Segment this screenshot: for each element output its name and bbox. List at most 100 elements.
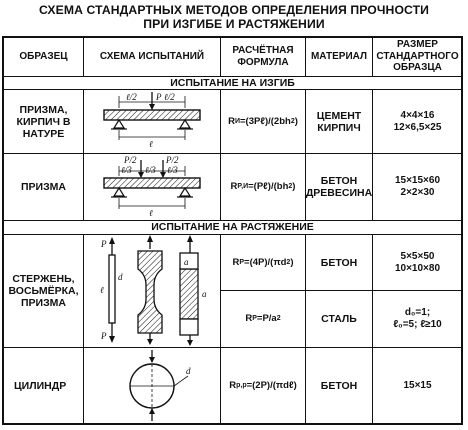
formula-sup: 2 [276, 315, 281, 322]
col-divider-4c [372, 234, 373, 424]
size-line-2: ℓ₀=5; ℓ≥10 [393, 319, 442, 330]
formula-sub: р,р [236, 382, 247, 389]
half-right-label: ℓ/2 [164, 92, 175, 102]
half-left-label: ℓ/2 [126, 92, 137, 102]
third-2-label: ℓ/3 [145, 165, 156, 175]
col-divider-4b [372, 89, 373, 220]
size-line-2: 2×2×30 [400, 187, 435, 198]
section-tension: ИСПЫТАНИЕ НА РАСТЯЖЕНИЕ [151, 221, 314, 233]
col-divider-4 [372, 37, 373, 77]
col-divider-2 [220, 37, 221, 77]
load-label: P [155, 92, 162, 102]
formula-body: =(2P)/(πdℓ) [246, 380, 297, 391]
header-scheme: СХЕМА ИСПЫТАНИЙ [99, 50, 205, 62]
formula-body: =(3Pℓ)/(2bh [239, 115, 291, 127]
row3-scheme-diagram: P P ℓ d a a [100, 235, 207, 346]
p-top-label: P [100, 239, 107, 249]
row-divider-r4-inner [220, 290, 463, 291]
row3-size: 5×5×50 10×10×80 [373, 235, 462, 290]
rod [108, 254, 116, 324]
row4-material: СТАЛЬ [321, 313, 357, 325]
row3-material: БЕТОН [320, 256, 358, 269]
formula-r: R [228, 115, 235, 127]
table-frame [2, 36, 463, 425]
header-sample: ОБРАЗЕЦ [19, 50, 68, 62]
col-divider-2b [220, 89, 221, 220]
row2-sample: ПРИЗМА [20, 181, 66, 193]
col-divider-3b [305, 89, 306, 220]
row4-size: d₀=1; ℓ₀=5; ℓ≥10 [373, 291, 462, 347]
row2-material: БЕТОН ДРЕВЕСИНА [305, 175, 373, 199]
formula-body: =(Pℓ)/(bh [248, 181, 289, 192]
size-line-2: 12×6,5×25 [393, 121, 442, 133]
size-line-1: 4×4×16 [400, 109, 435, 121]
prism [179, 268, 199, 320]
formula-body: =(4P)/(πd [244, 256, 287, 268]
third-1-label: ℓ/3 [121, 165, 132, 175]
row5-material: БЕТОН [320, 380, 358, 392]
row1-size: 4×4×16 12×6,5×25 [373, 90, 462, 153]
support-right [178, 186, 192, 197]
a2-label: a [184, 257, 189, 267]
load-left-label: P/2 [123, 155, 137, 165]
beam [103, 109, 201, 121]
support-left [112, 186, 126, 197]
row5-sample: ЦИЛИНДР [14, 380, 67, 392]
col-divider-2c [220, 234, 221, 424]
support-right [178, 118, 192, 129]
section-bending: ИСПЫТАНИЕ НА ИЗГИБ [170, 77, 295, 89]
formula-r: R [229, 380, 237, 391]
formula-body: =P/a [256, 313, 277, 324]
formula-sub: И [234, 117, 240, 125]
span-label: ℓ [149, 139, 153, 149]
formula-sub: Р [239, 258, 245, 266]
row1-sample: ПРИЗМА, КИРПИЧ В НАТУРЕ [16, 103, 71, 140]
formula-sup: 2 [286, 258, 291, 266]
formula-r: R [245, 313, 253, 324]
formula-sub: Р,И [237, 183, 249, 190]
formula-r: R [232, 256, 240, 268]
diam-label: d [186, 366, 191, 376]
header-material: МАТЕРИАЛ [310, 50, 368, 62]
formula-end: ) [294, 115, 298, 127]
row-divider-section1 [2, 89, 463, 90]
size-line-2: 10×10×80 [394, 262, 441, 274]
size-line-1: 15×15×60 [394, 175, 441, 186]
row1-material: ЦЕМЕНТ КИРПИЧ [316, 109, 362, 134]
formula-end: ) [290, 256, 294, 268]
size-line-1: 5×5×50 [400, 250, 435, 262]
row5-size: 15×15 [403, 380, 432, 391]
title-line-2: ПРИ ИЗГИБЕ И РАСТЯЖЕНИИ [143, 17, 325, 31]
size-line-1: d₀=1; [404, 307, 431, 318]
page-title: СХЕМА СТАНДАРТНЫХ МЕТОДОВ ОПРЕДЕЛЕНИЯ ПР… [0, 3, 468, 31]
row-divider-r1 [2, 153, 463, 154]
row2-scheme-diagram: P/2 P/2 ℓ/3 ℓ/3 ℓ/3 ℓ [103, 155, 201, 218]
p-bottom-label: P [100, 331, 107, 341]
formula-sup: 2 [288, 183, 293, 190]
formula-end: ) [292, 181, 296, 192]
title-line-1: СХЕМА СТАНДАРТНЫХ МЕТОДОВ ОПРЕДЕЛЕНИЯ ПР… [38, 3, 430, 17]
row2-size: 15×15×60 2×2×30 [373, 154, 462, 220]
formula-sup: 2 [290, 117, 295, 125]
row1-scheme-diagram: P ℓ/2 ℓ/2 ℓ [103, 92, 201, 149]
load-right-label: P/2 [165, 155, 179, 165]
col-divider-1 [83, 37, 84, 77]
beam [103, 177, 201, 189]
support-left [112, 118, 126, 129]
load-arrowhead-left [138, 172, 144, 178]
col-divider-1b [83, 89, 84, 220]
row-divider-section2 [2, 234, 463, 235]
load-arrowhead-right [160, 172, 166, 178]
diam-label: d [118, 272, 123, 282]
a-label: a [202, 289, 207, 299]
formula-sub: Р [252, 315, 257, 322]
span-label: ℓ [149, 208, 153, 218]
header-size: РАЗМЕР СТАНДАРТНОГО ОБРАЗЦА [376, 39, 459, 74]
row3-sample: СТЕРЖЕНЬ, ВОСЬМЁРКА, ПРИЗМА [8, 273, 79, 309]
row-divider-r4 [2, 347, 463, 348]
